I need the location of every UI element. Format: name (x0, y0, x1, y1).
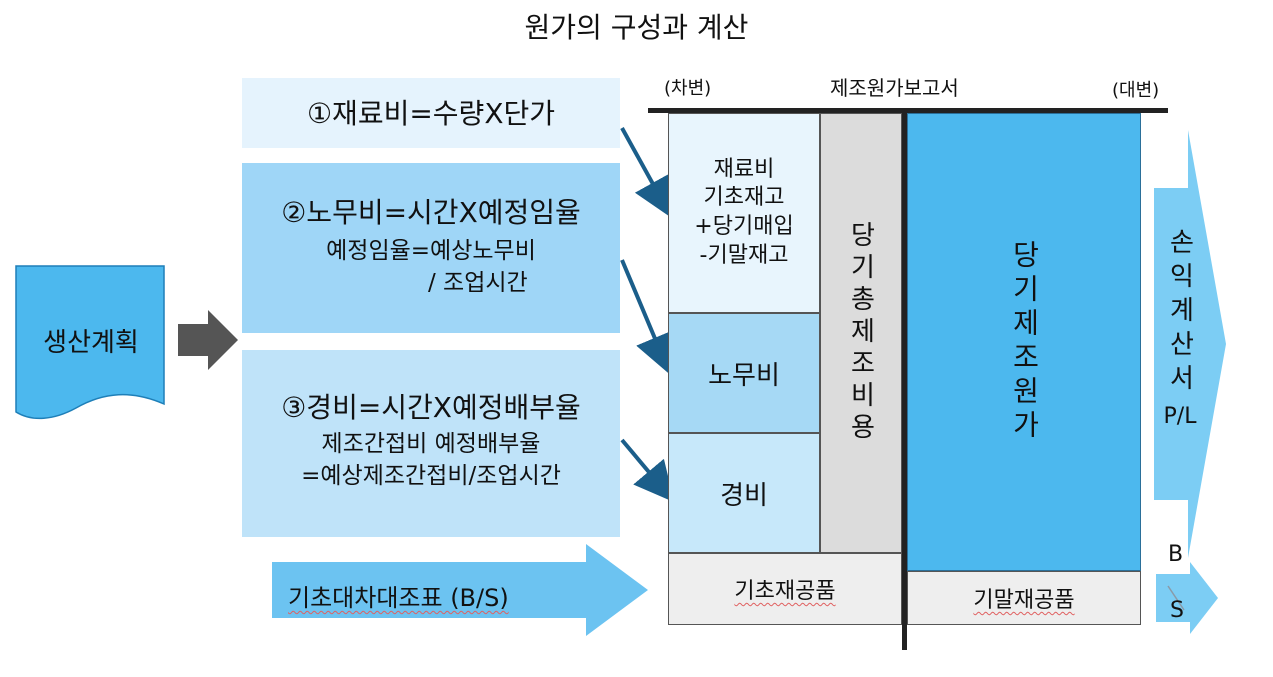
material-formula: ①재료비=수량X단가 (306, 96, 556, 130)
labor-formula: ②노무비=시간X예정임율 (281, 196, 581, 229)
t-account-top-line (648, 108, 1168, 113)
material-arrow-icon (620, 127, 672, 219)
labor-arrow-icon (620, 259, 674, 375)
closing-wip-cell: 기말재공품 (907, 571, 1141, 625)
bs-bottom-letter: S (1170, 598, 1184, 623)
opening-bs-arrow-icon (272, 544, 648, 636)
t-account-center-line (902, 108, 907, 650)
production-arrow-icon (178, 310, 238, 370)
pl-arrow-icon (1154, 130, 1226, 558)
pl-label-group: 손익계산서 P/L (1152, 228, 1208, 429)
debit-label: (차변) (664, 78, 712, 99)
labor-rate-formula: 예정임율=예상노무비 (326, 238, 536, 264)
expense-formula: ③경비=시간X예정배부율 (281, 391, 581, 424)
credit-label: (대변) (1112, 80, 1160, 101)
expense-arrow-icon (620, 438, 675, 503)
material-cell-line1: 재료비 (713, 156, 775, 182)
material-cell-line4: -기말재고 (699, 242, 789, 268)
opening-wip-cell: 기초재공품 (668, 553, 902, 625)
production-plan-document (15, 265, 165, 420)
diagram-title: 원가의 구성과 계산 (524, 11, 749, 44)
labor-rate-divisor: / 조업시간 (428, 270, 528, 296)
manufacturing-cost-label: 당기제조원가 (1008, 240, 1041, 444)
total-cost-column: 당기총제조비용 (820, 113, 902, 553)
material-cell-line2: 기초재고 (703, 185, 785, 211)
manufacturing-cost-cell: 당기제조원가 (907, 113, 1141, 571)
material-formula-box: ①재료비=수량X단가 (242, 78, 620, 148)
expense-formula-box: ③경비=시간X예정배부율 제조간접비 예정배부율 =예상제조간접비/조업시간 (242, 350, 620, 537)
pl-abbr: P/L (1163, 404, 1197, 429)
total-cost-label: 당기총제조비용 (845, 221, 876, 445)
report-title: 제조원가보고서 (830, 76, 959, 100)
expense-rate-formula: 제조간접비 예정배부율 (321, 431, 541, 457)
expense-rate-definition: =예상제조간접비/조업시간 (301, 463, 561, 489)
labor-cell: 노무비 (668, 313, 820, 433)
formula-connector-arrows (620, 127, 675, 503)
material-cell-line3: +당기매입 (694, 214, 794, 239)
closing-bs-arrow-icon (1156, 562, 1218, 634)
production-plan-label: 생산계획 (43, 327, 139, 358)
pl-label: 손익계산서 (1164, 228, 1195, 398)
bs-top-letter: B (1168, 542, 1184, 567)
opening-bs-label: 기초대차대조표 (B/S) (288, 584, 509, 612)
labor-formula-box: ②노무비=시간X예정임율 예정임율=예상노무비 / 조업시간 (242, 163, 620, 333)
material-cell: 재료비 기초재고 +당기매입 -기말재고 (668, 113, 820, 313)
expense-cell: 경비 (668, 433, 820, 553)
